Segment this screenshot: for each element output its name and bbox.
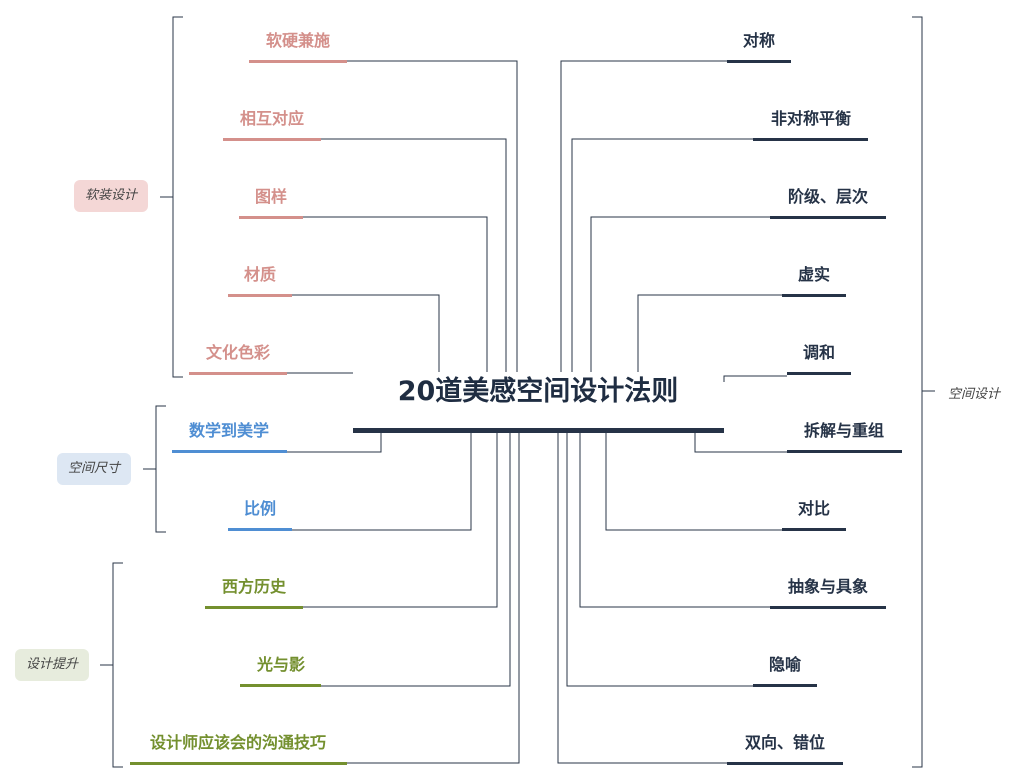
node-abstract-concrete[interactable]: 抽象与具象 [787, 577, 869, 596]
node-void-solid[interactable]: 虚实 [797, 265, 831, 284]
bracket-space-design [912, 16, 923, 768]
node-mutual-correspondence[interactable]: 相互对应 [239, 109, 305, 128]
node-deconstruct-recombine[interactable]: 拆解与重组 [803, 421, 885, 440]
left-connector-line [321, 138, 507, 372]
central-topic-underline [353, 428, 724, 433]
node-underline [223, 138, 321, 141]
node-underline [770, 606, 886, 609]
node-underline [770, 216, 886, 219]
node-underline [239, 216, 303, 219]
node-underline [189, 372, 287, 375]
node-metaphor[interactable]: 隐喻 [768, 655, 802, 674]
node-bidirectional-offset[interactable]: 双向、错位 [744, 733, 826, 752]
node-asymmetric-balance[interactable]: 非对称平衡 [770, 109, 852, 128]
node-underline [753, 138, 868, 141]
category-space-scale[interactable]: 空间尺寸 [57, 453, 132, 485]
node-contrast[interactable]: 对比 [797, 499, 831, 518]
node-hierarchy-levels[interactable]: 阶级、层次 [787, 187, 869, 206]
left-connector-line [292, 294, 440, 372]
category-space-design[interactable]: 空间设计 [948, 387, 1001, 402]
node-underline [240, 684, 321, 687]
node-underline [228, 294, 292, 297]
bracket-space-scale [155, 405, 166, 533]
left-connector-line [347, 60, 518, 372]
right-connector-line [723, 375, 787, 382]
node-underline [727, 762, 843, 765]
node-symmetry[interactable]: 对称 [742, 31, 776, 50]
node-underline [782, 294, 846, 297]
node-cultural-color[interactable]: 文化色彩 [205, 343, 271, 362]
node-western-history[interactable]: 西方历史 [221, 577, 287, 596]
node-underline [205, 606, 303, 609]
left-connector-line [287, 432, 382, 453]
right-connector-line [694, 432, 787, 453]
node-material[interactable]: 材质 [243, 265, 277, 284]
category-soft-furnishing[interactable]: 软装设计 [74, 180, 149, 212]
node-underline [753, 684, 817, 687]
right-connector-line [560, 60, 727, 372]
node-underline [249, 60, 347, 63]
bracket-design-upgrade [112, 562, 123, 768]
node-underline [172, 450, 287, 453]
right-connector-line [637, 294, 782, 372]
node-underline [130, 762, 347, 765]
node-underline [228, 528, 292, 531]
left-connector-line [347, 432, 520, 764]
right-connector-line [566, 432, 753, 687]
node-underline [787, 372, 851, 375]
node-math-to-aesthetics[interactable]: 数学到美学 [188, 421, 270, 440]
right-connector-line [557, 432, 727, 764]
left-connector-line [303, 432, 498, 608]
bracket-soft-furnishing [172, 16, 183, 378]
node-harmony[interactable]: 调和 [802, 343, 836, 362]
node-light-and-shadow[interactable]: 光与影 [256, 655, 306, 674]
right-connector-line [579, 432, 770, 608]
node-underline [782, 528, 846, 531]
left-connector-line [303, 216, 488, 372]
node-underline [787, 450, 902, 453]
left-connector-line [292, 432, 472, 531]
right-connector-line [605, 432, 782, 531]
node-soft-hard[interactable]: 软硬兼施 [265, 31, 331, 50]
node-proportion[interactable]: 比例 [243, 499, 277, 518]
node-communication-skills[interactable]: 设计师应该会的沟通技巧 [149, 733, 327, 752]
node-underline [727, 60, 791, 63]
central-topic[interactable]: 20道美感空间设计法则 [397, 376, 679, 407]
node-pattern[interactable]: 图样 [254, 187, 288, 206]
right-connector-line [571, 138, 753, 372]
left-connector-line [321, 432, 511, 687]
right-connector-line [590, 216, 770, 372]
category-design-upgrade[interactable]: 设计提升 [15, 649, 90, 681]
